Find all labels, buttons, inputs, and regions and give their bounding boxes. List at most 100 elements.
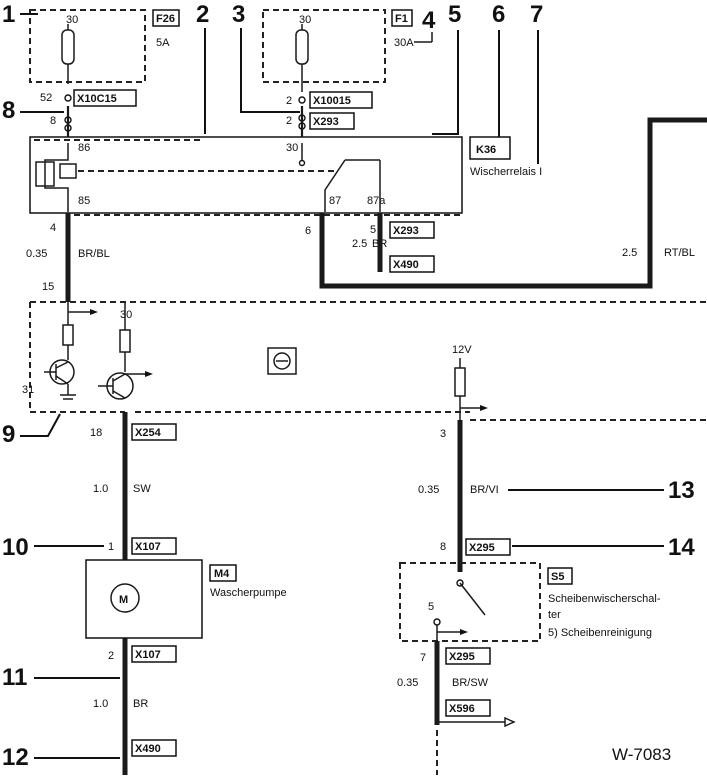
callout-3: 3 xyxy=(232,1,245,28)
motor-code-box xyxy=(209,564,237,582)
transistor-icon xyxy=(98,302,153,400)
connector-x254-box xyxy=(131,423,177,441)
wire-3-color: RT/BL xyxy=(664,247,695,259)
supply-12v: 12V xyxy=(452,344,472,356)
connector-x596-box xyxy=(445,699,491,717)
wire-7-color: BR/SW xyxy=(452,677,489,689)
pin-7: 7 xyxy=(420,652,426,664)
wire-4-gauge: 1.0 xyxy=(93,483,108,495)
relay-code-box xyxy=(469,136,511,160)
connector-x293-right-box xyxy=(389,221,435,239)
switch-code: S5 xyxy=(551,571,564,583)
pin-8-bottom: 8 xyxy=(440,541,446,553)
pin-30: 30 xyxy=(120,309,132,321)
callout-9: 9 xyxy=(2,421,15,448)
pin-4: 4 xyxy=(50,222,56,234)
fuse-f1-pin: 30 xyxy=(299,14,311,26)
callout-4: 4 xyxy=(422,7,436,34)
connector-x107-bottom-box xyxy=(131,645,177,663)
pin-3: 3 xyxy=(440,428,446,440)
wire-6-gauge: 1.0 xyxy=(93,698,108,710)
control-unit-icon xyxy=(267,347,297,375)
motor-icon: M xyxy=(110,583,140,613)
wire-2-gauge: 2.5 xyxy=(352,238,367,250)
wire-4-color: SW xyxy=(133,483,151,495)
pin-6: 6 xyxy=(305,225,311,237)
switch-s5-frame xyxy=(399,562,541,642)
wire-1-color: BR/BL xyxy=(78,248,110,260)
control-unit-frame xyxy=(29,302,125,413)
connector-x295-top: X295 xyxy=(469,542,495,554)
switch-pin-5: 5 xyxy=(428,601,434,613)
fuse-icon xyxy=(295,24,309,92)
fuse-f26-rating: 5A xyxy=(156,37,170,49)
connector-x107-top-box xyxy=(131,537,177,555)
relay-coil-icon xyxy=(35,143,77,212)
pin-52: 52 xyxy=(40,92,52,104)
fuse-f1-code: F1 xyxy=(395,13,408,25)
motor-name: Wascherpumpe xyxy=(210,587,287,599)
callout-11: 11 xyxy=(2,664,27,691)
connector-x107-bottom: X107 xyxy=(135,649,161,661)
callout-14: 14 xyxy=(668,534,695,561)
connector-x293-right: X293 xyxy=(393,225,419,237)
connector-x490-top-box xyxy=(389,255,435,273)
fuse-f1-code-box xyxy=(391,9,413,27)
callout-8: 8 xyxy=(2,97,15,124)
fuse-f26-pin: 30 xyxy=(66,14,78,26)
connector-x10015: X10015 xyxy=(313,95,351,107)
connector-x10c15: X10C15 xyxy=(77,93,117,105)
switch-name-line1: Scheibenwischerschal- xyxy=(548,593,661,605)
connector-x254: X254 xyxy=(135,427,162,439)
callout-1: 1 xyxy=(2,1,15,28)
wire-7-gauge: 0.35 xyxy=(397,677,418,689)
switch-code-box xyxy=(547,567,573,585)
wire-5-gauge: 0.35 xyxy=(418,484,439,496)
fuse-icon xyxy=(454,358,488,420)
connector-x293-top-box xyxy=(309,112,355,130)
callout-13: 13 xyxy=(668,477,695,504)
connector-x490-bottom-box xyxy=(131,739,177,757)
relay-code: K36 xyxy=(476,144,496,156)
relay-k36-housing xyxy=(29,136,463,214)
pin-2-b: 2 xyxy=(286,115,292,127)
relay-pin-87: 87 xyxy=(329,195,341,207)
connector-x295-bottom-box xyxy=(445,647,491,665)
pin-5: 5 xyxy=(370,224,376,236)
wire-6-color: BR xyxy=(133,698,148,710)
callout-2: 2 xyxy=(196,1,209,28)
connector-x490-bottom: X490 xyxy=(135,743,161,755)
fuse-box-f26 xyxy=(29,9,146,83)
pin-2-c: 2 xyxy=(108,650,114,662)
wire-1-gauge: 0.35 xyxy=(26,248,47,260)
connector-x107-top: X107 xyxy=(135,541,161,553)
ground-icon xyxy=(60,394,76,400)
relay-contact-icon xyxy=(78,143,381,212)
pin-31: 31 xyxy=(22,384,34,396)
pin-1: 1 xyxy=(108,541,114,553)
connector-x490-top: X490 xyxy=(393,259,419,271)
motor-symbol: M xyxy=(119,594,128,606)
connector-x295-top-box xyxy=(465,538,511,556)
pin-2-a: 2 xyxy=(286,95,292,107)
callout-7: 7 xyxy=(530,1,543,28)
relay-pin-30: 30 xyxy=(286,142,298,154)
fuse-f26-code-box xyxy=(152,9,180,27)
switch-function: 5) Scheibenreinigung xyxy=(548,627,652,639)
fuse-f26-code: F26 xyxy=(156,13,175,25)
callout-10: 10 xyxy=(2,534,29,561)
connector-x295-bottom: X295 xyxy=(449,651,475,663)
connector-x596: X596 xyxy=(449,703,475,715)
fuse-f1-rating: 30A xyxy=(394,37,414,49)
pin-18: 18 xyxy=(90,427,102,439)
callout-5: 5 xyxy=(448,1,461,28)
relay-pin-86: 86 xyxy=(78,142,90,154)
motor-code: M4 xyxy=(214,568,230,580)
document-id: W-7083 xyxy=(612,745,671,764)
switch-name-line2: ter xyxy=(548,609,561,621)
transistor-icon xyxy=(44,302,98,395)
connector-x293-top: X293 xyxy=(313,116,339,128)
relay-pin-87a: 87a xyxy=(367,195,386,207)
callout-12: 12 xyxy=(2,744,29,771)
